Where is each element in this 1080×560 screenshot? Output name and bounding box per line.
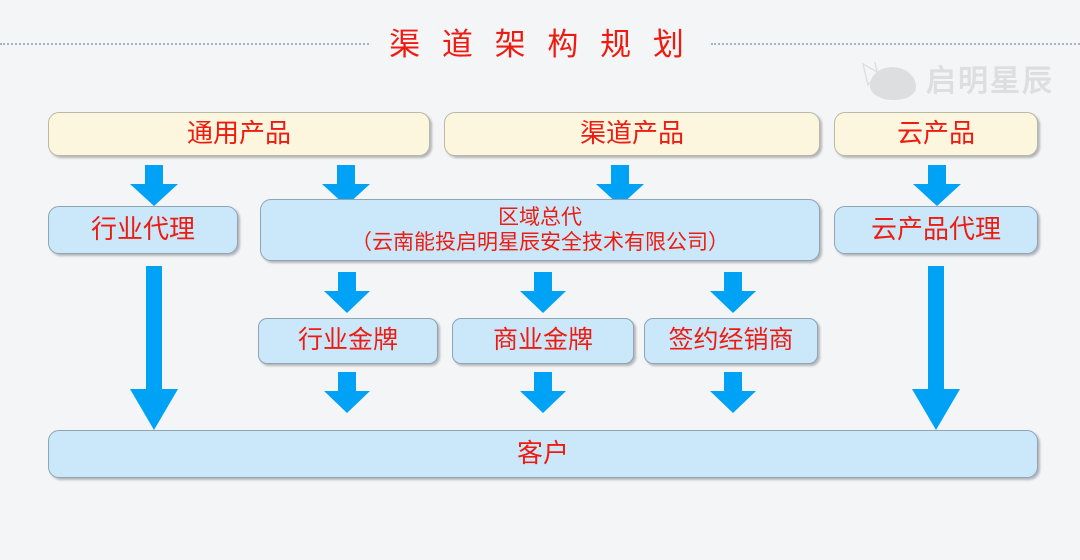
arrow-cloud-to-cloud-agent [911, 165, 963, 207]
page-title: 渠 道 架 构 规 划 [389, 26, 691, 62]
node-label: 云产品 [896, 118, 975, 148]
title-rule-right [710, 43, 1080, 45]
arrow-channel-to-region [594, 165, 646, 207]
node-industry-gold[interactable]: 行业金牌 [258, 318, 438, 364]
logo-spark-icon [862, 61, 881, 87]
node-customer[interactable]: 客户 [48, 430, 1038, 478]
arrow-business-gold-to-customer [518, 372, 568, 414]
node-general-products[interactable]: 通用产品 [48, 112, 430, 156]
node-label-line2: （云南能投启明星辰安全技术有限公司） [351, 230, 729, 254]
node-label: 通用产品 [186, 118, 291, 148]
node-label: 云产品代理 [870, 214, 1001, 244]
arrow-region-to-business-gold [518, 272, 568, 314]
node-label: 渠道产品 [579, 118, 684, 148]
node-business-gold[interactable]: 商业金牌 [452, 318, 634, 364]
arrow-region-to-industry-gold [322, 272, 372, 314]
venustech-mark-icon [862, 59, 920, 105]
node-label-line1: 区域总代 [498, 205, 582, 230]
node-cloud-product-agent[interactable]: 云产品代理 [834, 206, 1038, 254]
node-label: 行业代理 [90, 214, 195, 244]
arrow-general-to-region [320, 165, 372, 207]
arrow-region-to-signed-dealer [708, 272, 758, 314]
node-cloud-products[interactable]: 云产品 [834, 112, 1038, 156]
arrow-signed-dealer-to-customer [708, 372, 758, 414]
node-channel-products[interactable]: 渠道产品 [444, 112, 820, 156]
node-regional-distributor[interactable]: 区域总代 （云南能投启明星辰安全技术有限公司） [260, 199, 820, 261]
node-label: 商业金牌 [492, 327, 593, 355]
node-signed-dealer[interactable]: 签约经销商 [644, 318, 818, 364]
node-label: 客户 [516, 438, 569, 468]
node-industry-agent[interactable]: 行业代理 [48, 206, 238, 254]
arrow-industry-agent-to-customer [128, 266, 180, 431]
logo-blob-shape [870, 67, 916, 100]
title-rule-left [0, 43, 370, 45]
venustech-logo: 启明星辰 [862, 56, 1074, 108]
arrow-cloud-agent-to-customer [910, 266, 962, 431]
arrow-general-to-industry-agent [128, 165, 180, 207]
node-label: 行业金牌 [297, 327, 398, 355]
node-label: 签约经销商 [668, 327, 794, 355]
venustech-logo-text: 启明星辰 [926, 64, 1054, 99]
arrow-industry-gold-to-customer [322, 372, 372, 414]
slide-title-band: 渠 道 架 构 规 划 [0, 22, 1080, 66]
